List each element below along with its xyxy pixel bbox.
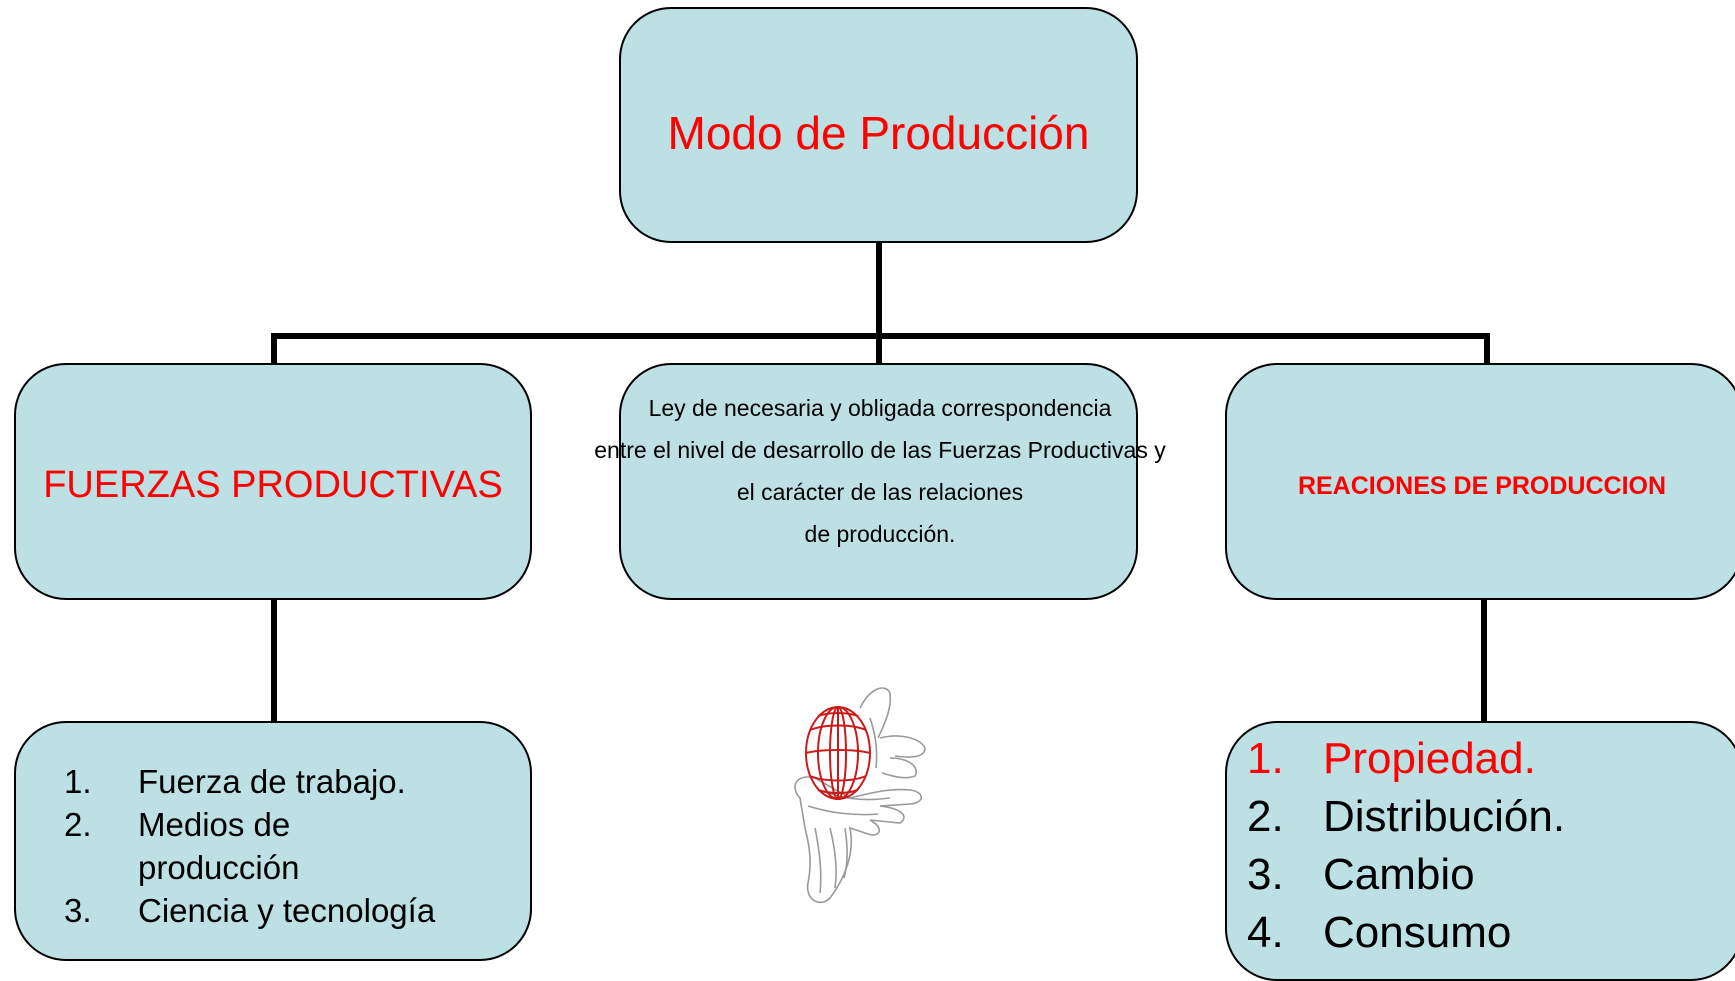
list-item-text: Distribución.	[1323, 792, 1566, 841]
list-item: 4. Consumo	[1247, 904, 1707, 962]
node-ley-correspondencia	[619, 363, 1138, 600]
list-item-number: 3.	[1247, 850, 1284, 899]
node-relaciones-de-produccion: REACIONES DE PRODUCCION	[1225, 363, 1735, 600]
list-item-number: 4.	[1247, 908, 1284, 957]
node-ley-correspondencia-text: Ley de necesaria y obligada corresponden…	[540, 387, 1220, 555]
list-item-text: Cambio	[1323, 850, 1475, 899]
list-item-text: Ciencia y tecnología	[138, 892, 436, 929]
list-item: 1. Fuerza de trabajo.	[64, 760, 494, 803]
connector-left-drop	[271, 333, 277, 365]
relaciones-list: 1. Propiedad. 2. Distribución. 3. Cambio…	[1247, 730, 1707, 962]
node-fuerzas-list	[14, 721, 532, 961]
node-title: FUERZAS PRODUCTIVAS	[43, 464, 503, 506]
text-line: entre el nivel de desarrollo de las Fuer…	[594, 437, 1166, 463]
list-item: 3. Ciencia y tecnología	[64, 889, 494, 932]
connector-left-down	[271, 598, 277, 723]
list-item: 2. Distribución.	[1247, 788, 1707, 846]
list-item-number: 3.	[64, 892, 92, 929]
text-line: de producción.	[804, 521, 956, 547]
list-item-text: Fuerza de trabajo.	[138, 763, 406, 800]
connector-top-stem	[876, 241, 882, 339]
list-item-number: 2.	[64, 806, 92, 843]
node-title: REACIONES DE PRODUCCION	[1297, 472, 1667, 500]
connector-right-down	[1481, 598, 1487, 723]
hands-holding-globe-icon	[794, 687, 926, 904]
node-modo-de-produccion: Modo de Producción	[619, 7, 1138, 243]
text-line: el carácter de las relaciones	[736, 479, 1024, 505]
list-item: 3. Cambio	[1247, 846, 1707, 904]
fuerzas-list: 1. Fuerza de trabajo. 2. Medios de produ…	[64, 760, 494, 932]
list-item-number: 1.	[64, 763, 92, 800]
node-fuerzas-productivas: FUERZAS PRODUCTIVAS	[14, 363, 532, 600]
connector-center-drop	[876, 333, 882, 365]
list-item: 2. Medios de producción	[64, 803, 494, 889]
connector-right-drop	[1484, 333, 1490, 365]
text-line: Ley de necesaria y obligada corresponden…	[648, 395, 1112, 421]
list-item-text: Propiedad.	[1323, 734, 1536, 783]
list-item-number: 1.	[1247, 734, 1284, 783]
node-title: Modo de Producción	[667, 107, 1090, 159]
list-item-text: Consumo	[1323, 908, 1512, 957]
list-item-text: Medios de producción	[138, 806, 300, 886]
list-item: 1. Propiedad.	[1247, 730, 1707, 788]
list-item-number: 2.	[1247, 792, 1284, 841]
